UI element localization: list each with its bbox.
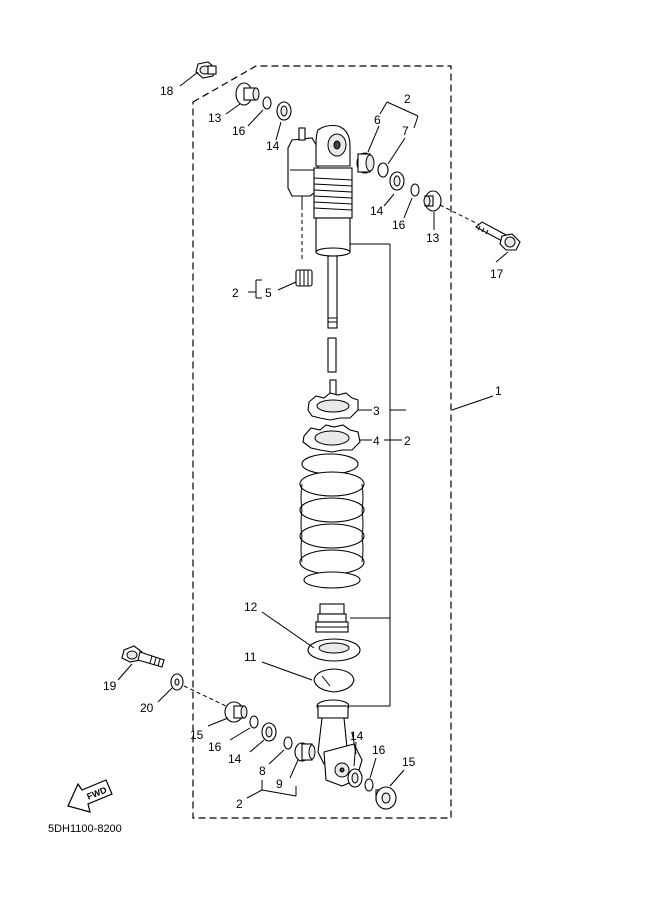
callout-2: 2: [404, 92, 411, 106]
callout-14: 14: [266, 139, 280, 153]
callout-14: 14: [350, 729, 364, 743]
part-14-seal: [276, 101, 292, 121]
callout-14: 14: [370, 204, 384, 218]
shock-absorber-body: [287, 124, 353, 401]
callout-11: 11: [244, 650, 257, 664]
part-20-washer: [170, 673, 184, 691]
callout-8: 8: [259, 764, 266, 778]
part-9-bushing: [294, 742, 316, 762]
callout-13: 13: [426, 231, 440, 245]
part-16-oring-lower-left: [249, 715, 259, 729]
part-7-ring: [377, 162, 389, 178]
part-11-spring-guide: [313, 668, 355, 693]
part-17-bolt: [475, 221, 521, 251]
callout-13: 13: [208, 111, 222, 125]
part-14-seal-right: [389, 171, 405, 191]
part-6-bushing: [356, 152, 375, 174]
callout-1: 1: [495, 384, 502, 398]
part-3-locknut: [307, 392, 359, 421]
callout-16: 16: [208, 740, 222, 754]
part-5-adjuster: [295, 269, 313, 287]
callout-5: 5: [265, 286, 272, 300]
callout-7: 7: [402, 124, 409, 138]
callout-14: 14: [228, 752, 242, 766]
callout-2: 2: [236, 797, 243, 811]
diagram-code: 5DH1100-8200: [48, 823, 122, 835]
part-15-collar-left: [224, 701, 248, 723]
callout-16: 16: [392, 218, 406, 232]
assembly-boundary: [192, 65, 452, 819]
part-12-spring-seat: [307, 638, 361, 662]
leader-lines: [117, 71, 509, 799]
part-13-collar: [235, 82, 260, 106]
fwd-arrow-icon: FWD: [67, 779, 113, 813]
part-18-nut: [195, 61, 217, 79]
callout-15: 15: [402, 755, 416, 769]
part-4-adjuster-ring: [302, 424, 361, 453]
callout-2: 2: [404, 434, 411, 448]
part-14-seal-lower-right: [347, 768, 363, 788]
part-15-collar-right: [375, 786, 397, 810]
callout-18: 18: [160, 84, 174, 98]
part-13-collar-right: [423, 190, 442, 212]
bump-stopper: [315, 603, 349, 633]
part-19-bolt: [121, 645, 165, 668]
shock-spring: [299, 453, 365, 589]
callout-3: 3: [373, 404, 380, 418]
part-16-oring: [262, 96, 272, 110]
part-16-oring-right: [410, 183, 420, 197]
part-16-oring-lower-right: [364, 778, 374, 792]
callout-6: 6: [374, 113, 381, 127]
callout-16: 16: [232, 124, 246, 138]
callout-20: 20: [140, 701, 154, 715]
part-8-ring: [283, 736, 293, 750]
part-14-seal-lower-left: [261, 722, 277, 742]
callout-17: 17: [490, 267, 504, 281]
callout-12: 12: [244, 600, 258, 614]
callout-19: 19: [103, 679, 117, 693]
callout-15: 15: [190, 728, 204, 742]
callout-16: 16: [372, 743, 386, 757]
callout-2: 2: [232, 286, 239, 300]
callout-4: 4: [373, 434, 380, 448]
callout-9: 9: [276, 777, 283, 791]
